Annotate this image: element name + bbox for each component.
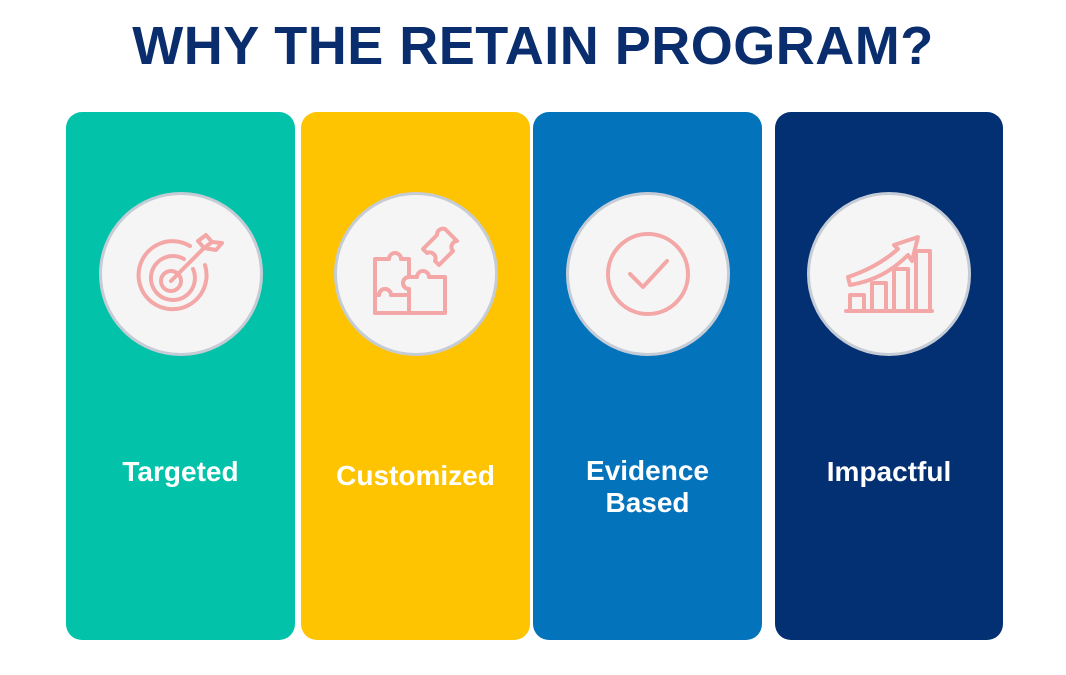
- icon-circle: [807, 192, 971, 356]
- page-title: WHY THE RETAIN PROGRAM?: [132, 16, 934, 76]
- growth-chart-icon: [844, 235, 934, 313]
- card-label: Impactful: [826, 456, 952, 487]
- target-icon: [136, 233, 224, 312]
- card-targeted: Targeted: [66, 112, 295, 640]
- card-label-line: Evidence: [586, 455, 709, 486]
- icon-circle: [565, 192, 730, 356]
- icon-circle: [98, 192, 263, 356]
- card-customized: Customized: [301, 112, 530, 640]
- checkmark-icon: [605, 232, 690, 316]
- icon-circle: [333, 192, 498, 356]
- card-label: Customized: [336, 460, 495, 491]
- card-label-line: Based: [605, 487, 690, 518]
- puzzle-icon: [372, 226, 459, 315]
- card-impactful: Impactful: [775, 112, 1003, 640]
- card-evidence-based: Evidence Based: [533, 112, 762, 640]
- card-label: Evidence Based: [533, 455, 762, 519]
- card-label: Targeted: [122, 456, 239, 487]
